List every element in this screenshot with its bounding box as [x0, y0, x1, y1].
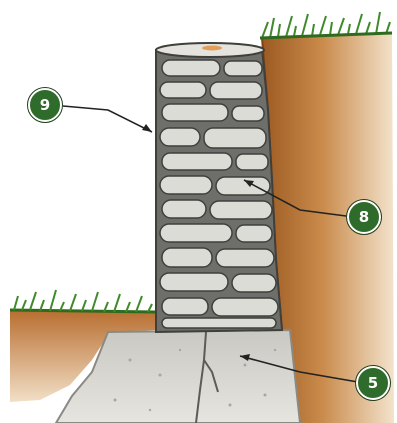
callout-8-label: 8 — [359, 208, 369, 226]
callout-5-label: 5 — [368, 374, 378, 392]
callout-5: 5 — [356, 366, 391, 401]
callout-8: 8 — [347, 200, 382, 235]
callout-9-label: 9 — [40, 96, 50, 114]
leader-9 — [63, 106, 152, 132]
grass-left — [14, 290, 152, 312]
callout-9: 9 — [28, 88, 63, 123]
